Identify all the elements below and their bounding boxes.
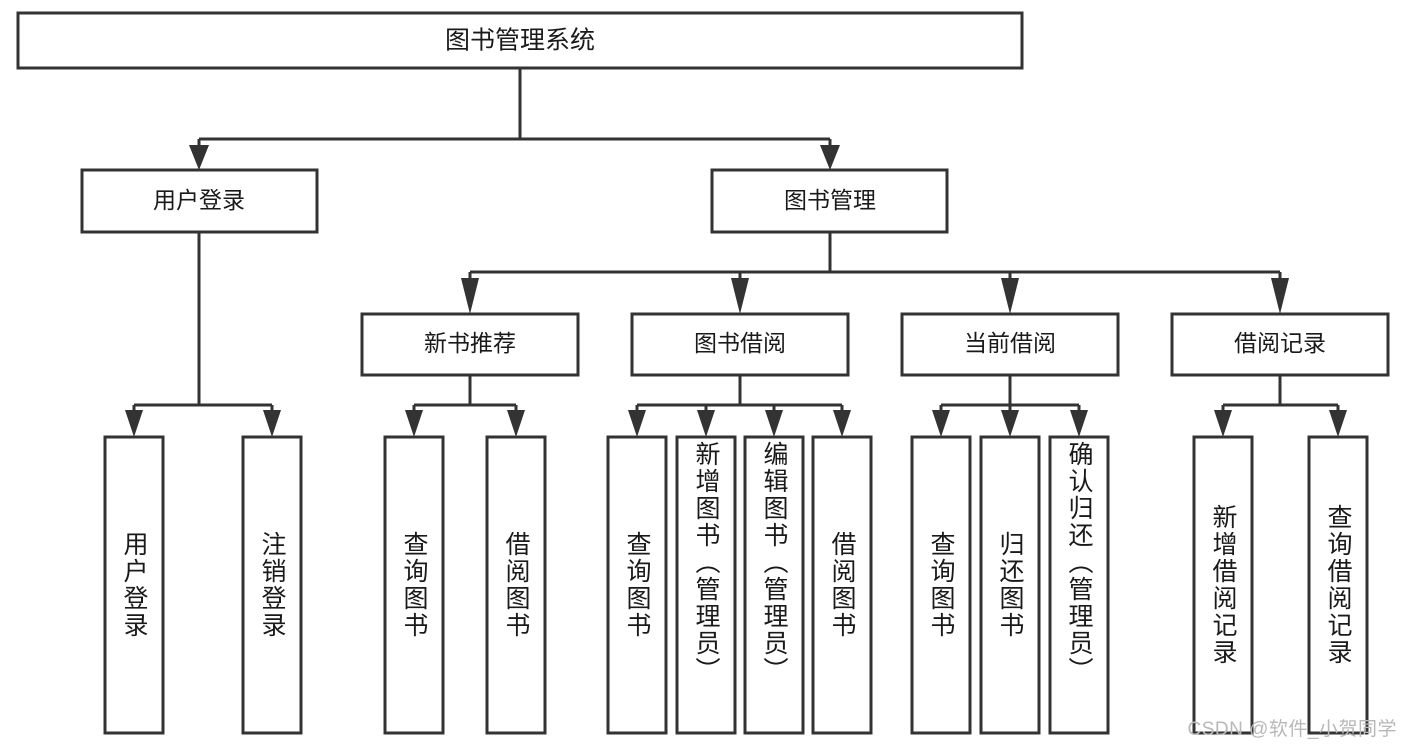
node-book-manage-label: 图书管理 [784, 187, 876, 213]
arrowhead-user-login [189, 145, 209, 170]
node-borrow-record-box[interactable] [1170, 312, 1390, 377]
node-leaf-confirm-return-box[interactable] [1048, 435, 1110, 735]
arrowhead-book-manage [820, 145, 840, 170]
arrowhead-new-book-recommend [461, 278, 479, 314]
arrowhead-leaf-borrow-book-1 [507, 410, 525, 437]
node-root-label: 图书管理系统 [445, 27, 595, 55]
arrowhead-borrow-record [1271, 278, 1289, 314]
arrowhead-leaf-edit-book [765, 410, 783, 437]
node-leaf-query-book-2-box[interactable] [606, 435, 668, 735]
arrowhead-leaf-query-book-3 [932, 410, 950, 437]
arrowhead-book-borrow [731, 278, 749, 314]
node-leaf-user-login-box[interactable] [103, 435, 165, 735]
node-leaf-borrow-book-1-box[interactable] [485, 435, 547, 735]
node-book-borrow-label: 图书借阅 [694, 330, 786, 356]
node-user-login-label: 用户登录 [153, 187, 245, 213]
arrowhead-leaf-query-book-2 [628, 410, 646, 437]
node-leaf-query-book-1-box[interactable] [383, 435, 445, 735]
nodes-layer: 图书管理系统 用户登录 图书管理 新书推荐 图书借阅 当前借阅 借阅记录 [16, 11, 1390, 735]
node-leaf-query-book-3-box[interactable] [910, 435, 972, 735]
arrowhead-leaf-return-book [1001, 410, 1019, 437]
connectors-layer [125, 68, 1347, 437]
node-current-borrow-box[interactable] [900, 312, 1120, 377]
node-leaf-borrow-book-2-box[interactable] [811, 435, 873, 735]
arrowhead-leaf-query-book-1 [405, 410, 423, 437]
node-book-manage-box[interactable] [710, 168, 949, 234]
node-user-login-box[interactable] [80, 168, 319, 234]
arrowhead-leaf-add-record [1214, 410, 1232, 437]
arrowhead-leaf-confirm-return [1070, 410, 1088, 437]
node-leaf-add-book-box[interactable] [675, 435, 737, 735]
node-leaf-return-book-box[interactable] [979, 435, 1041, 735]
arrowhead-leaf-query-record [1329, 410, 1347, 437]
arrowhead-leaf-logout-login [263, 410, 281, 437]
node-leaf-query-record-box[interactable] [1307, 435, 1369, 735]
node-leaf-edit-book-box[interactable] [743, 435, 805, 735]
node-book-borrow-box[interactable] [630, 312, 850, 377]
arrowhead-leaf-add-book [697, 410, 715, 437]
node-borrow-record-label: 借阅记录 [1234, 330, 1326, 356]
arrowhead-current-borrow [1001, 278, 1019, 314]
node-new-book-recommend-box[interactable] [360, 312, 580, 377]
node-leaf-logout-login-box[interactable] [241, 435, 303, 735]
arrowhead-leaf-borrow-book-2 [833, 410, 851, 437]
watermark-text: CSDN @软件_小贺同学 [1187, 719, 1397, 740]
node-root-box[interactable] [16, 11, 1024, 70]
node-current-borrow-label: 当前借阅 [964, 330, 1056, 356]
arrowhead-leaf-user-login [125, 410, 143, 437]
node-new-book-recommend-label: 新书推荐 [424, 330, 516, 356]
node-leaf-add-record-box[interactable] [1192, 435, 1254, 735]
